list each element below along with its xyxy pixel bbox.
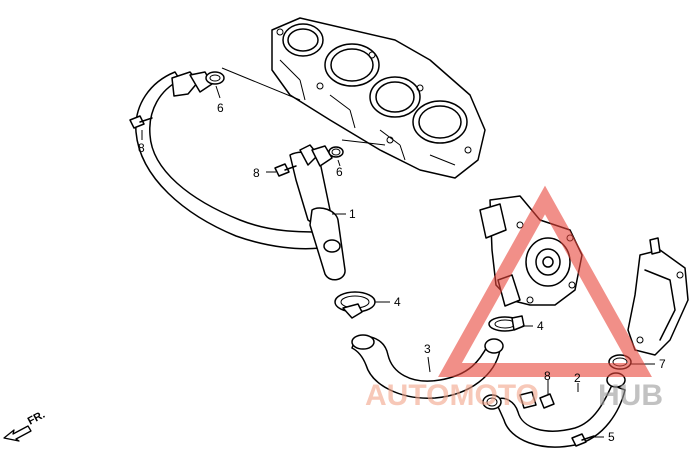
water-hose-3 <box>351 334 504 399</box>
bolt-5 <box>571 433 595 447</box>
callout-7: 7 <box>659 357 666 371</box>
callout-4-upper: 4 <box>394 295 401 309</box>
leader-lines <box>141 67 655 438</box>
callout-4-lower: 4 <box>537 319 544 333</box>
front-direction-label: FR. <box>26 409 47 428</box>
callout-3: 3 <box>424 342 431 356</box>
gasket-6-upper <box>205 71 225 85</box>
bolt-8-upper <box>129 115 153 129</box>
callout-6-lower: 6 <box>336 165 343 179</box>
front-arrow-icon <box>3 425 32 442</box>
hose-clamp-4-lower <box>488 315 525 332</box>
watermark: AUTOMOTO HUB <box>365 185 663 412</box>
callout-2: 2 <box>574 371 581 385</box>
callout-8-lower: 8 <box>544 369 551 383</box>
hose-clamp-4-upper <box>334 291 376 319</box>
callout-5: 5 <box>608 430 615 444</box>
thermostat-housing <box>627 237 689 356</box>
cylinder-block <box>271 17 486 179</box>
water-hose-1 <box>135 71 346 281</box>
callout-8-upper: 8 <box>138 141 145 155</box>
callout-6-upper: 6 <box>217 101 224 115</box>
callout-8-middle: 8 <box>253 166 260 180</box>
callout-labels: 6 6 8 8 1 4 4 3 7 8 2 5 <box>138 101 666 444</box>
watermark-triangle <box>438 185 652 377</box>
gasket-6-lower <box>328 146 344 158</box>
bolt-8-middle <box>274 163 297 177</box>
bolt-8-lower <box>539 393 555 409</box>
watermark-text-main: AUTOMOTO <box>365 379 539 412</box>
callout-1: 1 <box>349 207 356 221</box>
watermark-text-tail: HUB <box>598 379 663 412</box>
front-direction-indicator: FR. <box>3 409 47 442</box>
